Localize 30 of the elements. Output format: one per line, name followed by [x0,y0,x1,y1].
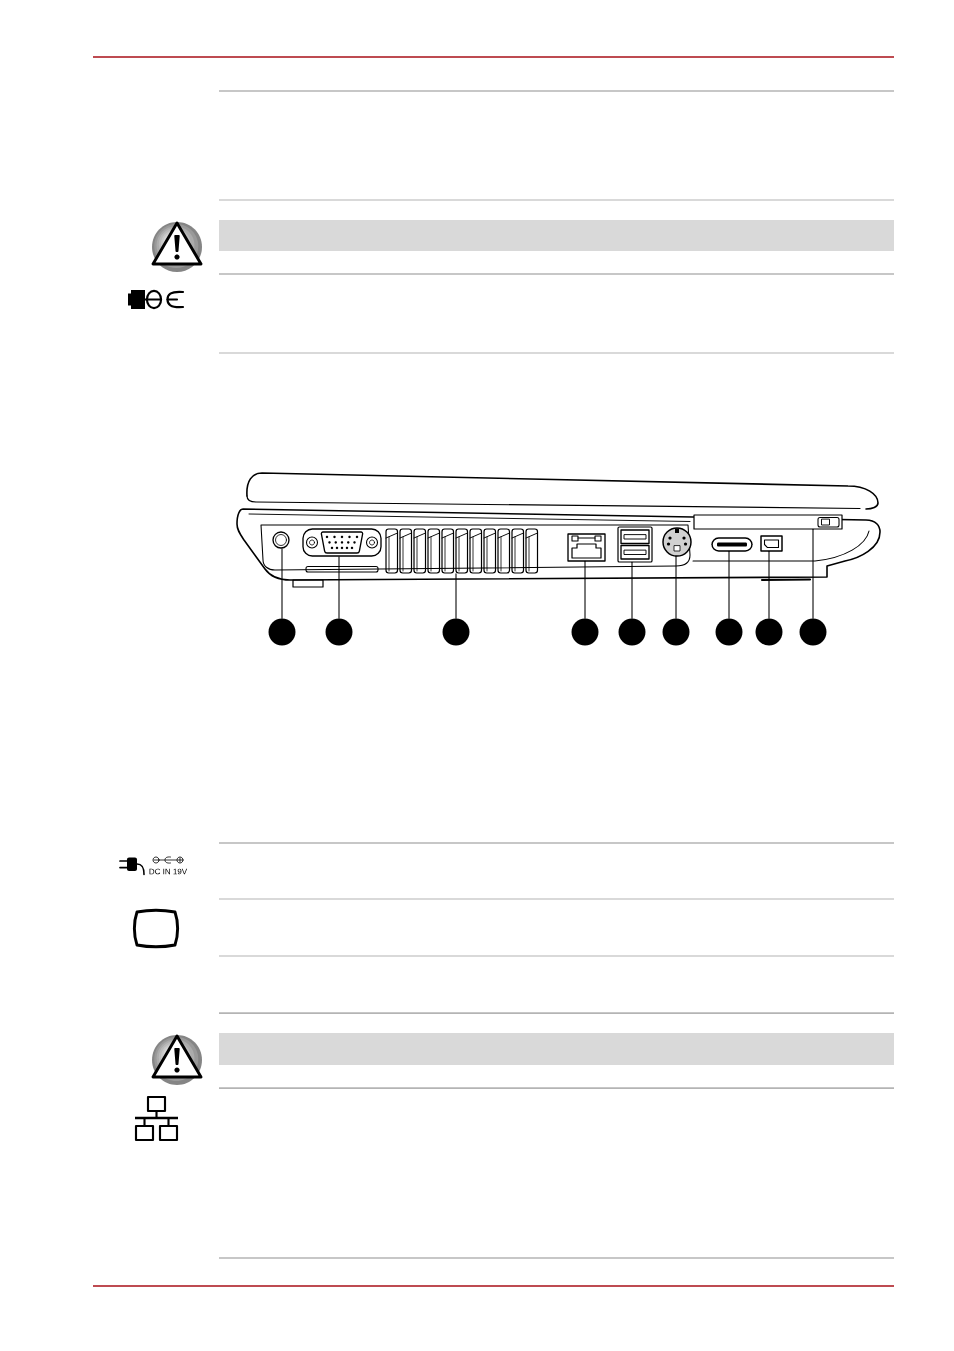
leader-line [338,556,340,619]
leader-line [584,560,586,619]
port-label: DC IN 19V [149,868,188,875]
leader-line [281,548,283,619]
callout-circle [715,618,743,646]
vga-port [302,528,382,557]
s-video-port [662,527,692,557]
leader-line [455,573,457,619]
leader-line [812,528,814,619]
leader-line [728,550,730,619]
callout-circle [618,618,646,646]
lan-port [567,533,606,562]
callout-circle [571,618,599,646]
callout-circle [442,618,470,646]
leader-line [675,555,677,619]
callout-circle [268,618,296,646]
callout-circle [325,618,353,646]
card-slot [693,514,843,530]
air-vent [385,528,539,574]
leader-line [768,550,770,619]
power-jack [272,531,290,549]
memory-card-slot [711,537,753,552]
usb-port-stack [617,526,653,563]
ieee1394-port [760,535,783,552]
note-band [219,220,894,251]
leader-line [631,561,633,619]
callout-circle [662,618,690,646]
callout-circle [799,618,827,646]
note-band [219,1033,894,1065]
callout-circle [755,618,783,646]
